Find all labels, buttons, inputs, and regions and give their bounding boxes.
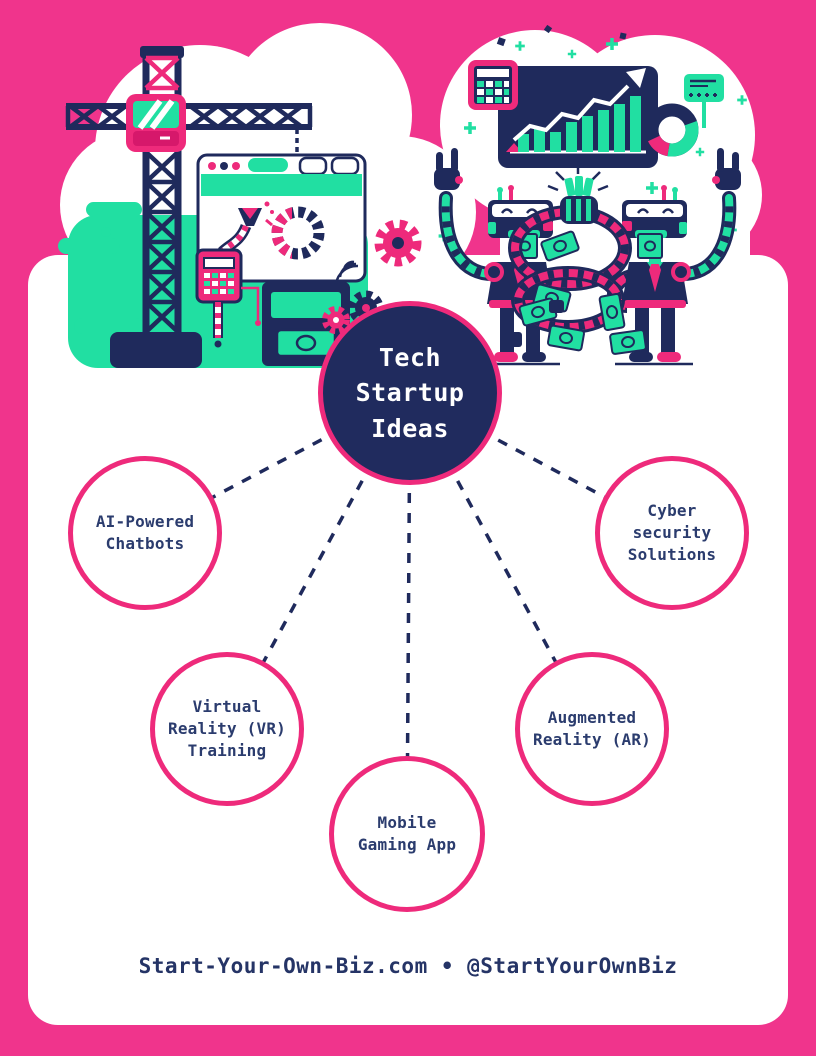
message-panel-icon — [684, 74, 724, 128]
node-label: Cyber security Solutions — [627, 500, 717, 565]
node-label: Virtual Reality (VR) Training — [168, 696, 286, 761]
footer-website-and-handle: Start-Your-Own-Biz.com • @StartYourOwnBi… — [138, 954, 678, 978]
calculator-icon — [468, 60, 518, 110]
node-mobile-gaming-app: Mobile Gaming App — [329, 756, 485, 912]
node-label: Augmented Reality (AR) — [533, 707, 651, 749]
donut-chart-icon — [645, 103, 699, 157]
plus-sparkles — [437, 24, 749, 243]
window-dot-icon — [220, 162, 228, 170]
cloud-backdrop — [60, 23, 762, 288]
central-node-tech-startup-ideas: Tech Startup Ideas — [318, 301, 502, 485]
node-cyber-security-solutions: Cyber security Solutions — [595, 456, 749, 610]
node-label: Mobile Gaming App — [357, 812, 457, 854]
node-virtual-reality-training: Virtual Reality (VR) Training — [150, 652, 304, 806]
growth-chart-panel — [498, 66, 658, 168]
raised-fist-with-cash-icon — [547, 164, 609, 224]
loading-spinner-icon — [271, 206, 325, 260]
trend-arrow-icon — [626, 68, 646, 88]
central-node-label: Tech Startup Ideas — [355, 342, 465, 443]
node-augmented-reality: Augmented Reality (AR) — [515, 652, 669, 806]
node-ai-powered-chatbots: AI-Powered Chatbots — [68, 456, 222, 610]
trend-line — [512, 84, 630, 142]
node-label: AI-Powered Chatbots — [95, 511, 195, 553]
window-dot-icon — [232, 162, 240, 170]
window-dot-icon — [208, 162, 216, 170]
robot-arm-funnel-icon — [218, 201, 274, 257]
bar-series — [518, 96, 641, 152]
crane-cab — [126, 94, 186, 152]
